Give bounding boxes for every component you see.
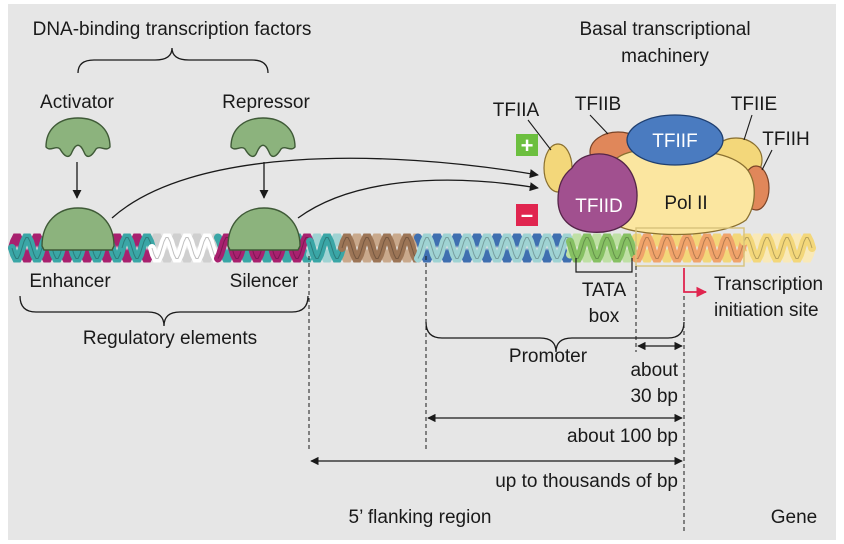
bound-activator [41,207,115,251]
gene-label: Gene [771,507,817,528]
activator-label: Activator [40,92,115,113]
promoter-label: Promoter [509,346,588,367]
pol2-label: Pol II [664,193,707,214]
tis-label-line2: initiation site [714,300,819,321]
about-30bp-label-line2: 30 bp [630,386,678,407]
thousands-bp-label: up to thousands of bp [495,471,678,492]
dna-strand-edge [151,237,218,259]
dna-strand-edge [569,237,637,259]
flanking-region-label: 5’ flanking region [349,507,492,528]
background-panel [8,4,836,540]
dna-front-strand-segment [118,233,156,263]
dna-strand-edge [121,237,153,259]
tfiih-label: TFIIH [762,129,810,150]
dna-front-strand-segment [414,233,574,263]
tfiia-label: TFIIA [493,100,540,121]
basal-machinery-heading-line2: machinery [621,46,709,67]
tis-label-line1: Transcription [714,274,823,295]
dna-back-strand-segment [118,233,156,263]
promoter-brace [425,321,685,353]
tis-arrow [683,268,708,298]
repressor-protein [230,117,296,158]
silencer-to-complex-arrow [297,179,539,219]
plus-sign: + [521,133,534,158]
transcription-start-box [635,227,745,267]
repressor-label: Repressor [222,92,310,113]
minus-sign: – [521,202,533,227]
regulatory-elements-label: Regulatory elements [83,328,257,349]
dna-front-strand-segment [740,233,816,263]
activator-protein [45,117,111,158]
dna-strand-edge [417,237,571,259]
silencer-label: Silencer [230,271,299,292]
dna-front-strand-segment [148,233,222,263]
tfiib-label: TFIIB [575,94,621,115]
tfiif-label: TFIIF [652,131,697,152]
dna-strand-edge [341,237,418,259]
dna-strand-edge [743,237,813,259]
repression-minus-badge [516,204,538,226]
dna-front-strand-segment [566,233,640,263]
tfiie-label: TFIIE [731,94,777,115]
tfiia-leader [527,119,552,151]
tfiid-label: TFIID [575,196,623,217]
tata-bracket [575,258,633,273]
dna-binding-tfs-heading: DNA-binding transcription factors [33,19,312,40]
tata-label-line2: box [589,306,620,327]
dna-front-strand-segment [306,233,346,263]
dna-back-strand-segment [306,233,346,263]
regulatory-elements-brace [19,295,309,327]
enhancer-to-complex-arrow [111,157,539,219]
tfiie-leader [743,114,753,141]
tfiif-shape [626,114,724,166]
dna-front-strand-segment [632,233,748,263]
enhancer-label: Enhancer [29,271,111,292]
about-100bp-label: about 100 bp [567,426,678,447]
tfiib-leader [589,114,609,135]
activation-plus-badge [516,134,538,156]
dna-strand-edge [309,237,343,259]
dna-double-helix [8,233,816,263]
tfiid-shape [557,153,638,233]
tata-label-line1: TATA [582,280,627,301]
dna-front-strand-segment [338,233,422,263]
basal-machinery-heading-line1: Basal transcriptional [579,19,750,40]
dna-binding-tfs-brace [77,47,269,74]
dna-strand-edge [636,237,745,259]
about-30bp-label-line1: about [630,360,678,381]
bound-repressor [227,207,301,251]
tfiih-leader [761,149,773,171]
basal-complex: TFIIF TFIID Pol II [543,114,770,236]
